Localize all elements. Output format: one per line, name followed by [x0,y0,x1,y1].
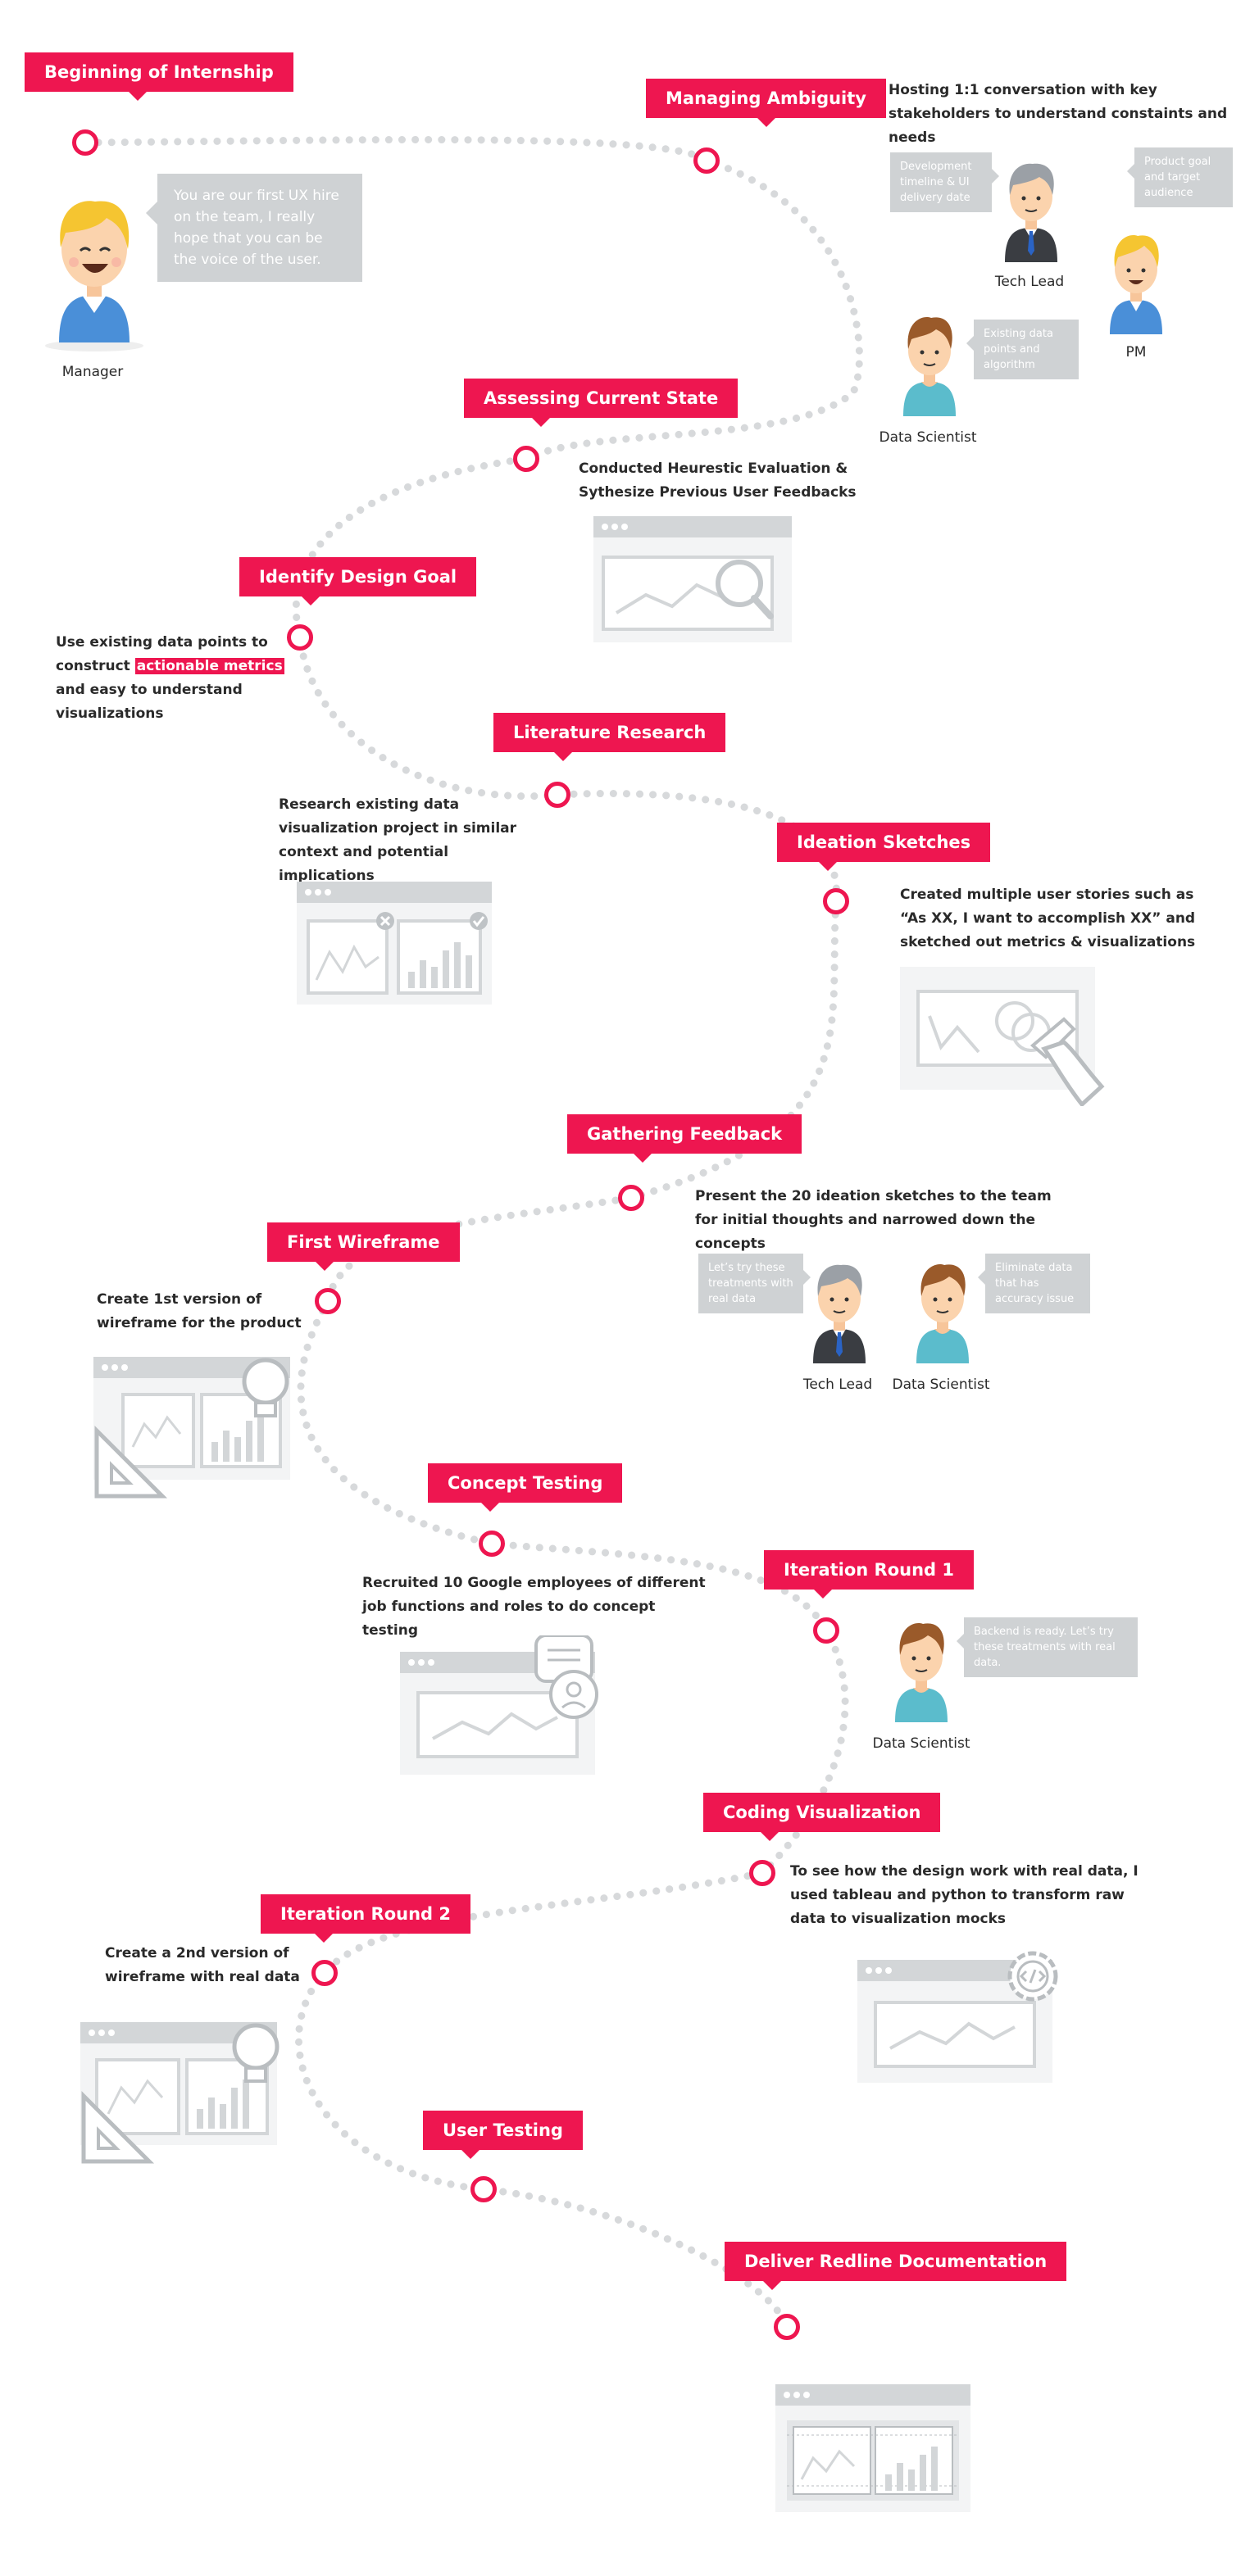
milestone-description: Conducted Heurestic Evaluation & Sythesi… [579,460,857,501]
data-scientist-avatar [895,1623,948,1722]
concept-testing-illustration [400,1635,598,1775]
milestone-marker [513,446,539,472]
highlighted-phrase: actionable metrics [134,658,284,674]
milestone-marker [544,782,570,808]
speech-bubble: Backend is ready. Let’s try these treatm… [957,1617,1138,1677]
person-label: Tech Lead [802,1376,873,1393]
milestone-tag: Deliver Redline Documentation [725,2242,1067,2290]
person-label: Data Scientist [892,1376,990,1393]
milestone-marker [618,1185,644,1211]
speech-bubble: Existing data points and algorithm [966,320,1079,379]
person-label: Data Scientist [872,1735,970,1752]
milestone-tag: Managing Ambiguity [646,79,886,127]
milestone-description: Recruited 10 Google employees of differe… [362,1575,706,1639]
milestone-description: Hosting 1:1 conversation with key stakeh… [889,82,1228,146]
wireframe-real-data-illustration [80,2022,280,2164]
data-scientist-avatar [916,1264,969,1363]
pm-avatar [1110,235,1162,334]
ideation-sketch-illustration [900,967,1105,1106]
milestone-marker [479,1531,505,1557]
milestone-description: Created multiple user stories such as “A… [900,887,1196,950]
milestone-marker [823,888,849,914]
milestone-tag: Gathering Feedback [567,1114,802,1163]
milestone-tag: Identify Design Goal [239,557,477,605]
milestone-tag: First Wireframe [267,1222,460,1271]
speech-bubble: Development timeline & UI delivery date [890,152,999,212]
milestone-tag: Iteration Round 2 [261,1894,471,1943]
literature-research-illustration [297,882,492,1005]
milestone-description: To see how the design work with real dat… [790,1863,1139,1927]
milestone-tag: Ideation Sketches [777,823,991,871]
coding-visualization-illustration [857,1951,1058,2083]
person-label: PM [1125,344,1147,361]
milestone-description: Present the 20 ideation sketches to the … [695,1188,1052,1252]
milestone-marker [311,1960,338,1986]
manager-avatar [45,201,143,351]
milestone-description: Use existing data points to construct ac… [56,634,284,722]
milestone-marker [72,129,98,156]
tech-lead-avatar [1005,163,1057,262]
heuristic-evaluation-illustration [593,516,792,642]
milestone-description: Create 1st version of wireframe for the … [97,1291,302,1331]
milestone-marker [693,147,720,174]
speech-bubble: Eliminate data that has accuracy issue [978,1254,1090,1313]
speech-bubble: You are our first UX hire on the team, I… [146,174,362,282]
person-label: Data Scientist [879,429,977,446]
data-scientist-avatar [903,317,956,416]
person-label: Tech Lead [994,274,1065,290]
milestone-tag: Coding Visualization [703,1793,941,1841]
milestone-description: Create a 2nd version of wireframe with r… [105,1945,300,1985]
milestone-tag: Literature Research [493,713,726,761]
speech-bubble: Let’s try these treatments with real dat… [698,1254,811,1313]
redline-documentation-illustration [775,2384,970,2512]
speech-bubble: Product goal and target audience [1127,147,1233,207]
milestone-marker [774,2314,800,2340]
tech-lead-avatar [813,1264,866,1363]
milestone-tag: Iteration Round 1 [764,1550,975,1599]
milestone-marker [813,1617,839,1644]
person-label: Manager [61,364,124,380]
wireframe-illustration [93,1357,290,1499]
milestone-tag: Concept Testing [428,1463,623,1512]
milestone-tag: Beginning of Internship [25,52,293,101]
milestone-marker [287,624,313,651]
milestone-tag: Assessing Current State [464,379,739,427]
milestone-tag: User Testing [423,2111,583,2159]
milestone-description: Research existing data visualization pro… [279,796,517,884]
milestone-marker [315,1288,341,1314]
milestone-marker [749,1860,775,1886]
milestone-marker [470,2176,497,2202]
